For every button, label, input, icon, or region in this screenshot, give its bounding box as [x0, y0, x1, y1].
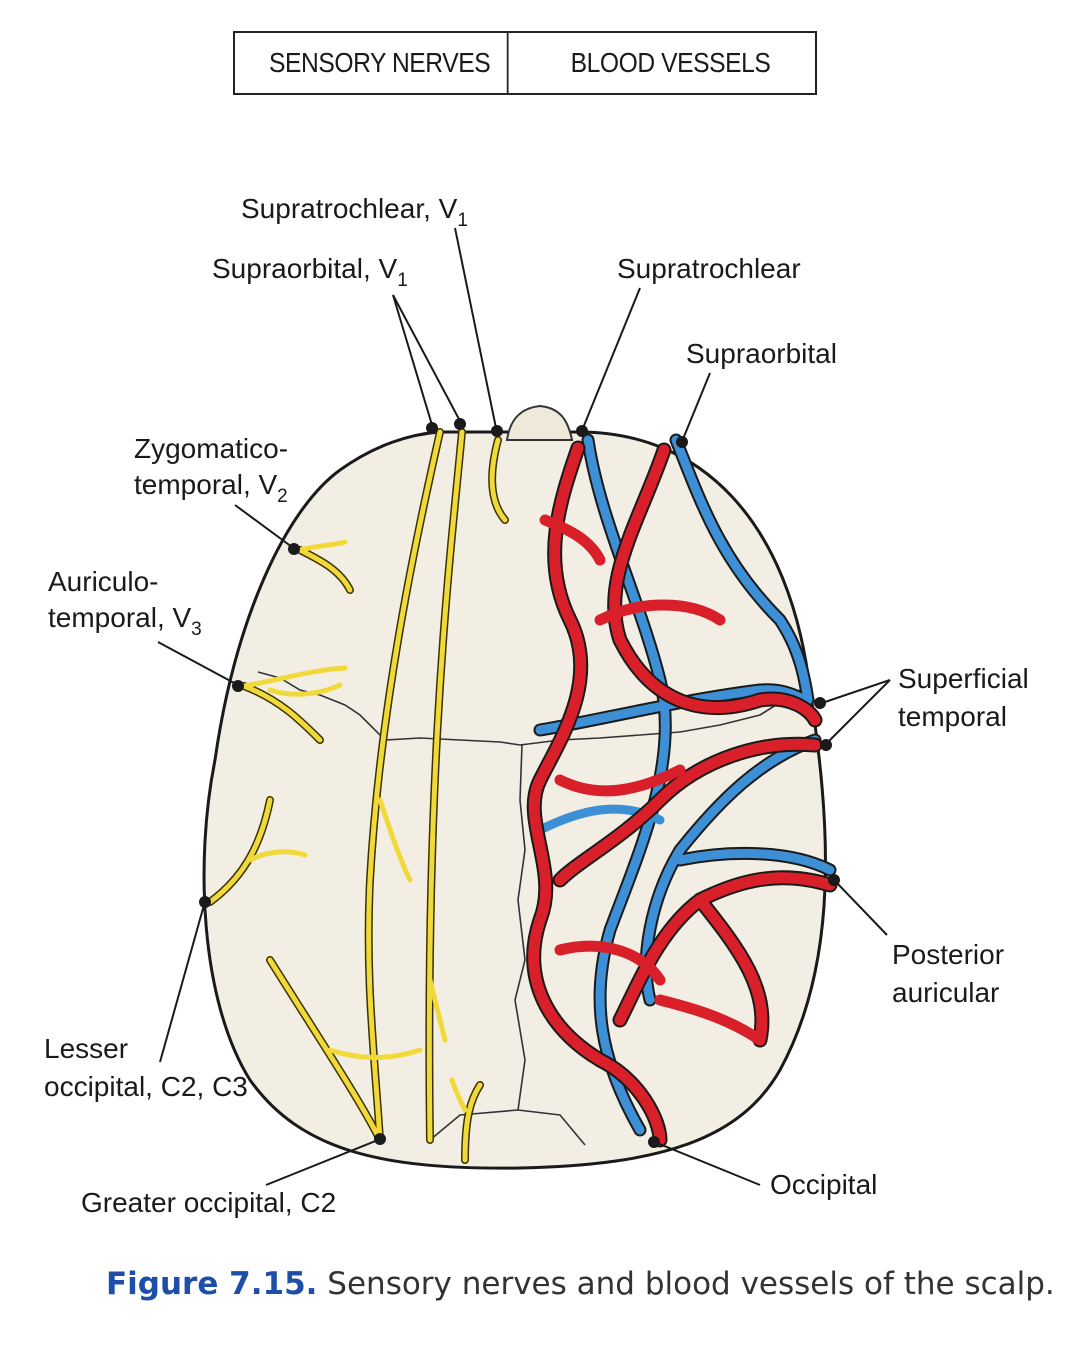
- figure-number: Figure 7.15.: [106, 1266, 318, 1302]
- label-greater-occipital: Greater occipital, C2: [81, 1187, 336, 1218]
- label-lesser-occipital-1: Lesser: [44, 1033, 128, 1064]
- label-supraorbital-nerve: Supraorbital, V1: [212, 253, 408, 291]
- label-posterior-auricular-1: Posterior: [892, 939, 1004, 970]
- label-zygomaticotemporal-1: Zygomatico-: [134, 433, 288, 464]
- label-supratrochlear-nerve: Supratrochlear, V1: [241, 193, 468, 231]
- arteries: [526, 440, 838, 1148]
- label-occipital-vessel: Occipital: [770, 1169, 877, 1200]
- label-auriculotemporal-2: temporal, V3: [48, 602, 202, 640]
- figure-caption: Figure 7.15. Sensory nerves and blood ve…: [106, 1266, 1055, 1302]
- legend-header: SENSORY NERVES BLOOD VESSELS: [233, 31, 817, 95]
- label-supraorbital-vessel: Supraorbital: [686, 338, 837, 369]
- label-zygomaticotemporal-2: temporal, V2: [134, 469, 288, 507]
- label-auriculotemporal-1: Auriculo-: [48, 566, 158, 597]
- label-supratrochlear-vessel: Supratrochlear: [617, 253, 801, 284]
- figure-caption-text: Sensory nerves and blood vessels of the …: [317, 1266, 1055, 1302]
- nasal-bone: [505, 404, 574, 441]
- label-lesser-occipital-2: occipital, C2, C3: [44, 1071, 248, 1102]
- label-superficial-temporal-2: temporal: [898, 701, 1007, 732]
- sensory-nerves-header: SENSORY NERVES: [252, 33, 509, 93]
- label-superficial-temporal-1: Superficial: [898, 663, 1029, 694]
- label-posterior-auricular-2: auricular: [892, 977, 999, 1008]
- sensory-nerves: [206, 428, 509, 1164]
- leader-lines: [157, 227, 891, 1186]
- blood-vessels-header: BLOOD VESSELS: [570, 47, 771, 78]
